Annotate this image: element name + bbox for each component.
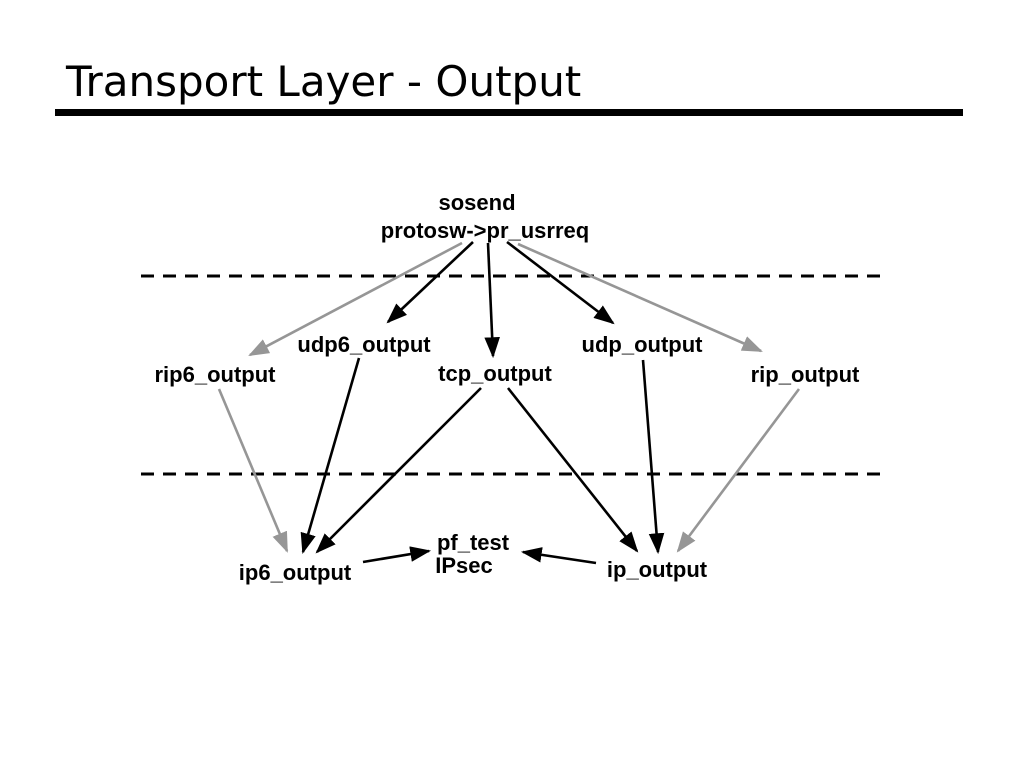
node-rip6-output: rip6_output — [154, 362, 276, 387]
arrow-tcp_output-to-ip6_output — [315, 387, 482, 554]
arrow-sosend-to-rip_output — [517, 242, 763, 353]
arrow-sosend-to-udp_output — [506, 240, 615, 325]
arrow-sosend-to-tcp_output — [484, 242, 500, 359]
arrow-udp6_output-to-ip6_output — [300, 357, 361, 554]
node-ip6-output: ip6_output — [238, 560, 352, 585]
node-rip-output: rip_output — [750, 362, 860, 387]
title-underline — [55, 109, 963, 116]
arrow-group — [217, 240, 801, 565]
node-udp6-output: udp6_output — [297, 332, 431, 357]
node-sosend: sosend — [438, 190, 516, 215]
node-pf-test: pf_test — [436, 530, 510, 555]
arrow-rip_output-to-ip_output — [676, 388, 801, 553]
node-ipsec: IPsec — [435, 553, 493, 578]
node-udp-output: udp_output — [581, 332, 703, 357]
arrow-ip_output-to-pf_test — [520, 547, 597, 565]
arrow-udp_output-to-ip_output — [641, 359, 665, 555]
arrow-sosend-to-rip6_output — [248, 241, 463, 357]
node-pr-usrreq: protosw->pr_usrreq — [380, 218, 590, 243]
arrow-sosend-to-udp6_output — [386, 241, 474, 324]
arrow-rip6_output-to-ip6_output — [217, 388, 289, 553]
node-ip-output: ip_output — [606, 557, 708, 582]
page-title: Transport Layer - Output — [66, 57, 582, 106]
arrow-tcp_output-to-ip_output — [506, 387, 639, 553]
node-tcp-output: tcp_output — [438, 361, 552, 386]
arrow-ip6_output-to-pf_test — [362, 546, 432, 564]
